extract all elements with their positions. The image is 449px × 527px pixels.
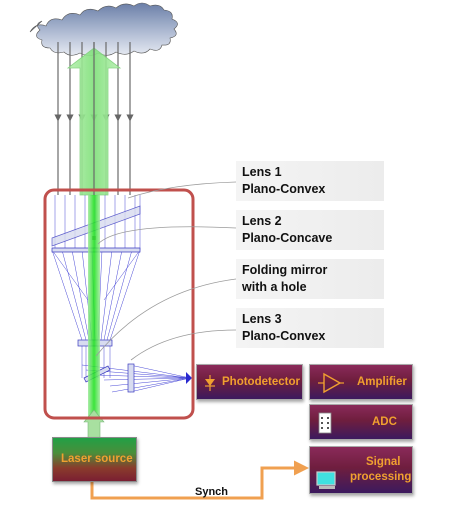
ray-fan — [51, 195, 191, 393]
cloud-target — [29, 2, 178, 56]
diode-icon — [205, 375, 215, 391]
lens-1-name: Lens 1 — [242, 165, 282, 179]
focus-point — [186, 372, 192, 384]
signal-label: Signal — [366, 456, 401, 468]
lens-1-label: Lens 1 Plano-Convex — [236, 161, 384, 201]
laser-source-block: Laser source — [52, 437, 137, 482]
lens-3-name: Lens 3 — [242, 312, 282, 326]
processing-label: processing — [350, 471, 412, 483]
monitor-icon — [316, 471, 336, 489]
mirror-desc: with a hole — [242, 280, 307, 294]
mirror-name: Folding mirror — [242, 263, 328, 277]
laser-beam-inner — [88, 195, 100, 438]
lens-3-type: Plano-Convex — [242, 329, 326, 343]
lens-2-type: Plano-Concave — [242, 231, 333, 245]
synch-wire — [90, 460, 309, 500]
synch-label: Synch — [195, 486, 229, 498]
mirror-label: Folding mirror with a hole — [236, 259, 384, 299]
amplifier-label: Amplifier — [357, 376, 407, 388]
lens-3 — [127, 363, 135, 393]
chip-icon — [318, 412, 332, 434]
signal-processing-block: Signal processing — [309, 446, 413, 494]
adc-block: ADC — [309, 404, 413, 440]
laser-source-label: Laser source — [61, 453, 133, 465]
laser-output-arrow — [83, 409, 105, 439]
photodetector-label: Photodetector — [222, 376, 300, 388]
optical-housing — [43, 188, 195, 420]
lens-2-label: Lens 2 Plano-Concave — [236, 210, 384, 250]
adc-label: ADC — [372, 416, 397, 428]
leader-lines — [95, 181, 237, 361]
photodetector-block: Photodetector — [196, 364, 303, 400]
lens-1-type: Plano-Convex — [242, 182, 326, 196]
lens-2-name: Lens 2 — [242, 214, 282, 228]
lens-3-label: Lens 3 Plano-Convex — [236, 308, 384, 348]
amplifier-block: Amplifier — [309, 364, 413, 400]
amplifier-icon — [318, 372, 344, 394]
